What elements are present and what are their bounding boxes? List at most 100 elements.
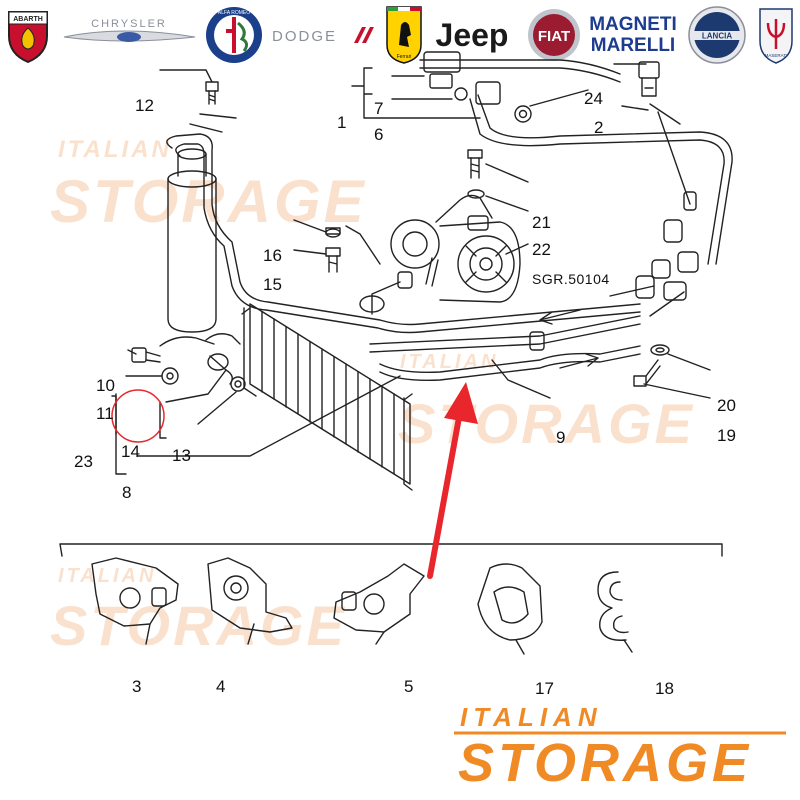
nut-16 [325,227,341,238]
washer-22 [467,189,485,199]
leader-19 [643,383,711,399]
part-label-17: 17 [535,679,554,698]
receiver-drier [167,148,217,333]
leader-13b [197,391,237,425]
part-label-11: 11 [96,404,114,423]
kit-part-4 [207,557,293,645]
right-fittings [609,191,699,317]
dodge-logo: DODGE [270,6,375,64]
part-code-label: SGR.50104 [532,271,610,287]
kit-part-5 [333,563,425,645]
dodge-logo-text: DODGE [272,28,337,45]
abarth-shield-icon: ABARTH [8,11,48,64]
part-label-9: 9 [556,428,566,447]
lancia-logo-text: LANCIA [702,32,732,41]
watermark-mid-small: ITALIAN [400,351,499,373]
fiat-badge-icon: FIAT [528,9,580,61]
bolt-19 [633,359,661,387]
nut-2 [514,105,532,123]
ferrari-shield-icon: Ferrari [386,6,422,64]
part-label-5: 5 [404,677,414,696]
part-label-15: 15 [263,275,282,294]
part-label-8: 8 [122,483,132,502]
leader-1 [351,67,481,119]
leader-2 [529,89,589,107]
compressor [390,219,521,303]
alfa-romeo-badge-icon: ALFA ROMEO [206,7,262,63]
kit-part-18 [597,571,633,653]
leader-7-6 [391,75,453,100]
ferrari-logo: Ferrari [384,6,424,64]
part-label-1: 1 [337,113,347,132]
washer-20 [650,344,670,356]
condenser [241,303,413,491]
kit-part-17 [477,563,543,655]
kit-separator [59,543,723,557]
dodge-wordmark-icon: DODGE [272,27,374,45]
part-label-20: 20 [717,396,736,415]
fitting-top-center [423,51,501,105]
footer-logo-line1: ITALIAN [460,702,603,732]
part-label-6: 6 [374,125,384,144]
watermark-top-small: ITALIAN [58,136,172,163]
part-label-13: 13 [172,446,191,465]
pressure-switch-24 [638,61,660,97]
magneti-marelli-logo: MAGNETI MARELLI [586,6,680,64]
ferrari-logo-text: Ferrari [397,54,412,60]
part-label-12: 12 [135,96,154,115]
bracket-14-13 [115,393,167,439]
nut-11 [161,367,179,385]
leader-9 [491,359,551,399]
part-label-16: 16 [263,246,282,265]
leader-8 [137,375,401,457]
part-label-22: 22 [532,240,551,259]
bolt-10 [131,347,161,363]
chrysler-wings-icon: CHRYSLER [63,18,196,42]
lancia-logo: LANCIA [684,6,750,64]
fitting-13 [205,333,241,385]
leader-12 [159,69,213,83]
fiat-logo-text: FIAT [538,28,570,45]
fiat-logo: FIAT [525,6,583,64]
alfa-romeo-logo-text: ALFA ROMEO [218,10,250,16]
oring-14 [230,376,246,392]
leader-13 [165,369,227,403]
abarth-logo-text: ABARTH [13,16,43,23]
leader-22 [485,195,529,212]
leader-21 [485,163,529,183]
kit-part-3 [91,557,179,645]
part-label-19: 19 [717,426,736,445]
part-label-21: 21 [532,213,551,232]
part-label-2: 2 [594,118,604,137]
jeep-logo-text: Jeep [435,16,509,53]
alfa-romeo-logo: ALFA ROMEO [203,6,265,64]
part-label-4: 4 [216,677,226,696]
highlight-arrow [427,382,478,579]
chrysler-logo-text: CHRYSLER [91,18,167,30]
leader-16 [293,219,327,233]
jeep-logo: Jeep [430,6,514,64]
part-label-23: 23 [74,452,93,471]
bolt-12 [205,81,219,105]
part-label-24: 24 [584,89,603,108]
maserati-logo-text: MASERATI [765,53,788,58]
abarth-logo: ABARTH [2,6,54,64]
lancia-badge-icon: LANCIA [688,6,746,64]
leader-sgr [505,243,529,255]
part-label-10: 10 [96,376,115,395]
bolt-21 [467,149,483,179]
watermark-mid-big: STORAGE [398,392,695,455]
chrysler-logo: CHRYSLER [62,6,197,64]
part-label-18: 18 [655,679,674,698]
maserati-logo: MASERATI [755,6,797,64]
leader-10 [127,349,137,355]
watermark-bottom-small: ITALIAN [58,565,157,587]
italian-storage-footer-logo: ITALIAN STORAGE [450,700,790,796]
part-label-14: 14 [121,442,140,461]
footer-logo-line2: STORAGE [458,733,753,793]
leader-23 [111,395,127,475]
footer-logo-rule [454,731,786,735]
part-label-7: 7 [374,99,384,118]
leader-15 [293,249,327,255]
